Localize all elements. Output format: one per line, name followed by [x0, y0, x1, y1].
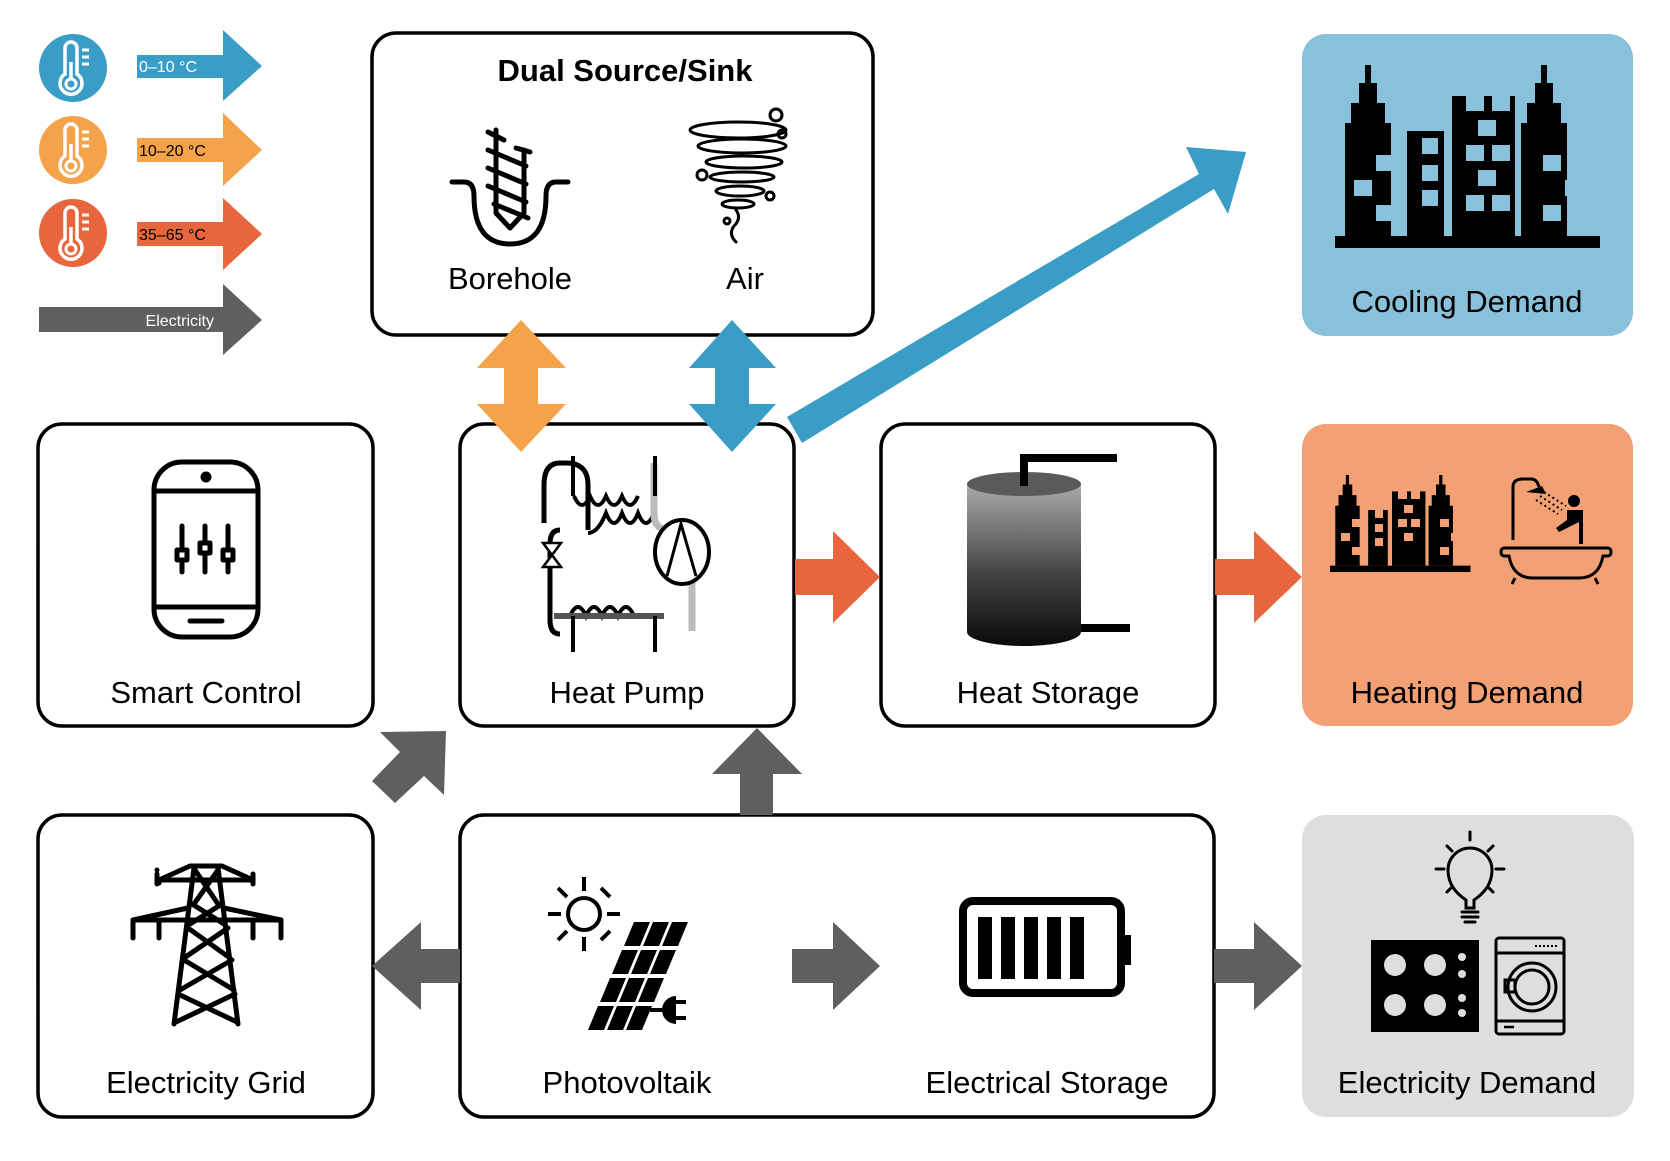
- electricity-demand-box[interactable]: Electricity Demand: [1302, 815, 1634, 1117]
- air-tornado-icon: [688, 107, 788, 244]
- smart-control-label: Smart Control: [110, 675, 301, 710]
- smart-control-box[interactable]: Smart Control: [36, 422, 375, 728]
- electricity-demand-label: Electricity Demand: [1338, 1065, 1596, 1100]
- legend-arrow-cold: [137, 30, 262, 101]
- borehole-icon: [449, 127, 571, 247]
- legend-label: 10–20 °C: [139, 143, 206, 160]
- photovoltaic-label: Photovoltaik: [543, 1065, 712, 1100]
- legend-arrow-electricity: [39, 284, 262, 355]
- building-windows: [1354, 95, 1583, 221]
- heat-pump-box[interactable]: Heat Pump: [458, 422, 796, 728]
- borehole-label: Borehole: [448, 261, 572, 296]
- arrow-pv-storage: [792, 922, 880, 1010]
- legend: 0–10 °C 10–20 °C 35–65 °C Electricity: [39, 30, 262, 355]
- heat-storage-box[interactable]: Heat Storage: [879, 422, 1217, 728]
- air-label: Air: [726, 261, 764, 296]
- legend-label: 0–10 °C: [139, 59, 197, 76]
- heat-pump-label: Heat Pump: [549, 675, 704, 710]
- cooling-demand-label: Cooling Demand: [1352, 284, 1583, 319]
- smartphone-sliders-icon: [151, 459, 261, 640]
- legend-label: 35–65 °C: [139, 227, 206, 244]
- legend-arrow-medium: [137, 113, 262, 186]
- arrow-air-heatpump: [689, 320, 776, 452]
- shower-bathtub-icon: [1499, 477, 1613, 585]
- legend-arrow-hot: [137, 198, 262, 270]
- arrow-grid-heatpump: [372, 731, 446, 803]
- battery-icon: [959, 897, 1131, 997]
- storage-tank-icon: [967, 454, 1130, 646]
- heat-storage-label: Heat Storage: [957, 675, 1140, 710]
- arrow-heatpump-storage: [795, 531, 880, 623]
- dual-source-title: Dual Source/Sink: [498, 53, 754, 88]
- heating-demand-label: Heating Demand: [1351, 675, 1584, 710]
- flow-arrows: [372, 147, 1302, 1010]
- arrow-pv-heatpump: [712, 728, 802, 815]
- arrow-pv-grid: [372, 922, 460, 1010]
- power-pylon-icon: [130, 863, 284, 1027]
- thermometer-icon: [39, 116, 107, 184]
- legend-item-electricity: Electricity: [39, 284, 262, 355]
- electricity-grid-box[interactable]: Electricity Grid: [36, 813, 375, 1119]
- solar-panel-icon: [548, 877, 688, 1030]
- thermometer-icon: [39, 34, 107, 102]
- arrow-heatpump-cooling: [787, 147, 1246, 443]
- washing-machine-icon: [1494, 936, 1566, 1036]
- legend-item-medium: 10–20 °C: [39, 113, 262, 186]
- heating-demand-box[interactable]: Heating Demand: [1302, 424, 1633, 726]
- stove-cooktop-icon: [1371, 940, 1479, 1032]
- building-windows: [1341, 491, 1460, 555]
- legend-item-hot: 35–65 °C: [39, 198, 262, 270]
- legend-item-cold: 0–10 °C: [39, 30, 262, 102]
- light-bulb-icon: [1434, 830, 1506, 924]
- legend-label: Electricity: [146, 313, 214, 330]
- arrow-storage-demand: [1214, 922, 1302, 1010]
- thermometer-icon: [39, 199, 107, 267]
- electrical-storage-label: Electrical Storage: [926, 1065, 1169, 1100]
- arrow-borehole-heatpump: [477, 320, 566, 452]
- arrow-storage-heating: [1215, 531, 1302, 623]
- cooling-demand-box[interactable]: Cooling Demand: [1302, 34, 1633, 336]
- electricity-grid-label: Electricity Grid: [106, 1065, 306, 1100]
- dual-source-sink-box[interactable]: Dual Source/Sink Borehole: [370, 31, 875, 337]
- heat-pump-cycle-icon: [540, 456, 711, 652]
